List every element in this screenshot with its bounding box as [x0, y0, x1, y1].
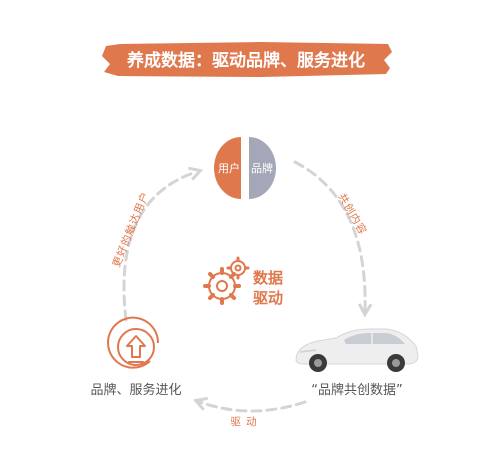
gears-icon — [203, 256, 250, 305]
hub-circle: 用户 品牌 — [214, 137, 276, 199]
arc-bottom — [192, 396, 307, 413]
arc-top-left — [122, 166, 204, 322]
upgrade-arrow-icon — [107, 316, 160, 369]
hub-right-half — [249, 137, 276, 199]
hub-label-user: 用户 — [218, 161, 240, 175]
banner-title: 养成数据：驱动品牌、服务进化 — [126, 50, 365, 71]
arc-label-top-right: 共创内容 — [335, 191, 369, 237]
hub-label-brand: 品牌 — [251, 161, 273, 175]
node-label-left: 品牌、服务进化 — [90, 382, 181, 398]
hub-left-half — [214, 137, 241, 199]
car-icon — [295, 328, 419, 372]
center-label-line2: 驱动 — [253, 289, 283, 307]
node-label-right: “品牌共创数据” — [311, 382, 402, 398]
arc-label-top-left: 更好的触达用户 — [110, 190, 152, 270]
arc-top-right — [293, 160, 373, 318]
title-banner: 养成数据：驱动品牌、服务进化 — [102, 42, 392, 77]
arc-label-bottom: 驱 动 — [230, 416, 257, 428]
center-label-line1: 数据 — [253, 269, 283, 287]
cycle-arcs — [122, 160, 373, 413]
